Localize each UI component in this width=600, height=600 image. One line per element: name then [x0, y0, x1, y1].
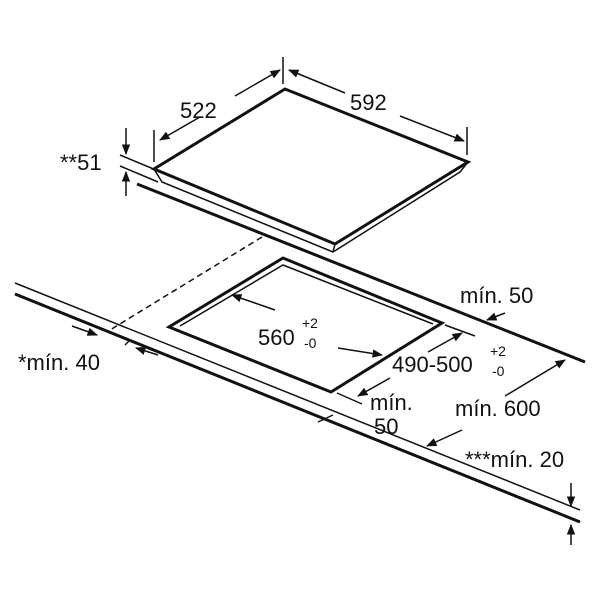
dimension-560: 560 +2 -0 — [231, 294, 384, 358]
side-clearance-label: *mín. 40 — [18, 350, 100, 375]
worktop-depth-label: mín. 600 — [455, 396, 541, 421]
dimension-worktop-depth: mín. 600 — [426, 359, 566, 447]
dimension-front-clearance: mín. 50 — [317, 390, 413, 439]
dimension-51: **51 — [60, 128, 131, 196]
cutout-width-tol-plus: +2 — [302, 315, 318, 331]
hob-depth-label: 522 — [180, 98, 217, 123]
cutout-depth-tol-plus: +2 — [490, 343, 506, 359]
dimension-522: 522 — [153, 57, 284, 162]
dimension-rear-clearance: mín. 50 — [460, 283, 533, 321]
worktop-thickness-label: ***mín. 20 — [465, 447, 564, 472]
cutout-depth-label: 490-500 — [392, 352, 473, 377]
dimension-worktop-thickness: ***mín. 20 — [465, 447, 576, 545]
cutout-width-label: 560 — [258, 325, 295, 350]
cutout — [165, 256, 446, 394]
rear-clearance-label: mín. 50 — [460, 283, 533, 308]
front-clearance-label: mín. — [370, 390, 413, 415]
hob — [150, 87, 472, 253]
hob-height-label: **51 — [60, 150, 102, 175]
front-clearance-value: 50 — [374, 414, 398, 439]
worktop-front-edge — [14, 282, 581, 524]
hob-width-label: 592 — [350, 90, 387, 115]
cutout-depth-tol-minus: -0 — [492, 363, 505, 379]
dimension-592: 592 — [288, 69, 468, 155]
dimension-side-clearance: *mín. 40 — [18, 325, 159, 375]
dimension-490-500: 490-500 +2 -0 — [336, 324, 506, 405]
worktop-rear-edge — [119, 154, 586, 364]
cutout-width-tol-minus: -0 — [304, 335, 317, 351]
